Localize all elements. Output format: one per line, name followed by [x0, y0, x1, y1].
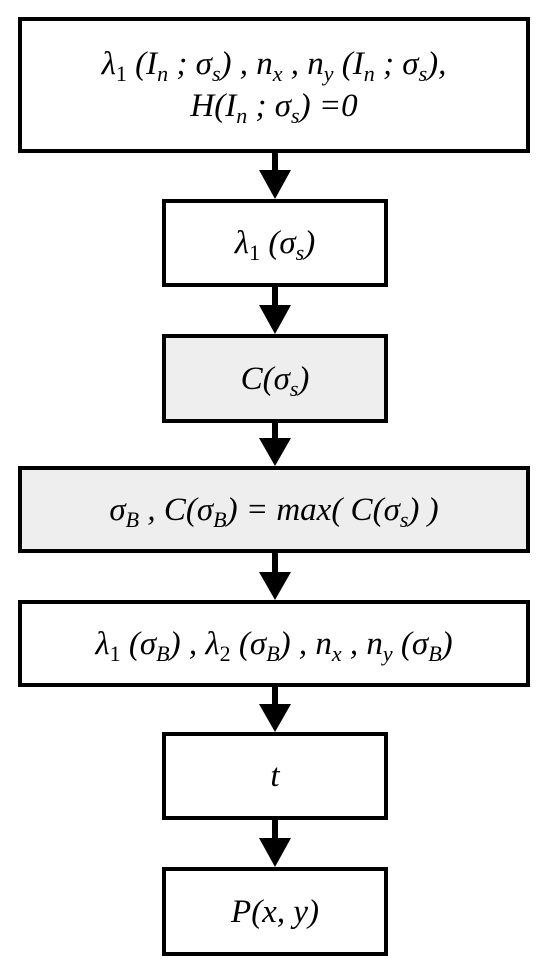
subscript: B [213, 506, 227, 532]
subscript: 1 [249, 240, 261, 265]
box3-formula: C(σs) [241, 358, 310, 400]
arrow-1-2 [259, 153, 291, 199]
arrow-6-7 [259, 820, 291, 867]
subscript: n [236, 103, 248, 128]
sigma-symbol: σ [249, 625, 267, 662]
text: ) [298, 360, 310, 397]
arrow-5-6 [259, 687, 291, 732]
sigma-symbol: σ [274, 88, 292, 124]
text: ( [126, 46, 147, 82]
box4-formula: σB , C(σB) = max( C(σs) ) [109, 489, 438, 531]
sigma-symbol: σ [402, 46, 419, 82]
text: ) [441, 625, 453, 662]
subscript: B [156, 640, 170, 666]
text: I [225, 88, 237, 124]
flow-box-3: C(σs) [162, 334, 388, 423]
text: , C( [139, 491, 197, 528]
flow-box-4: σB , C(σB) = max( C(σs) ) [18, 466, 530, 553]
sigma-symbol: σ [383, 491, 400, 528]
text: n [315, 625, 332, 662]
text: t [270, 758, 280, 794]
text: , [341, 625, 367, 662]
box5-formula: λ1 (σB) , λ2 (σB) , nx , ny (σB) [95, 623, 452, 665]
lambda-symbol: λ [101, 46, 116, 82]
lambda-symbol: λ [234, 225, 250, 261]
text: ; [168, 46, 196, 82]
text: n [366, 625, 383, 662]
subscript: y [382, 640, 393, 666]
text: ) , [279, 625, 316, 662]
sigma-symbol: σ [273, 360, 290, 397]
text: ( [230, 625, 250, 662]
box1-line2: H(In ; σs) =0 [190, 85, 357, 127]
subscript: x [272, 61, 283, 86]
subscript: s [295, 240, 305, 265]
subscript: y [323, 61, 334, 86]
text: ) ) [408, 491, 439, 528]
flow-box-5: λ1 (σB) , λ2 (σB) , nx , ny (σB) [18, 600, 530, 687]
subscript: s [399, 506, 409, 532]
sigma-symbol: σ [279, 225, 296, 261]
text: H( [190, 88, 226, 124]
subscript: n [363, 61, 375, 86]
box1-line1: λ1 (In ; σs) , nx , ny (In ; σs), [102, 43, 447, 85]
sigma-symbol: σ [195, 46, 212, 82]
text: ( [392, 625, 412, 662]
text: ; [374, 46, 403, 82]
arrow-4-5 [259, 553, 291, 600]
text: ( [120, 625, 140, 662]
text: I [146, 46, 158, 82]
arrow-3-4 [259, 423, 291, 466]
text: I [352, 46, 364, 82]
arrow-2-3 [259, 287, 291, 334]
text: , [282, 46, 308, 82]
box2-formula: λ1 (σs) [235, 222, 315, 264]
subscript: B [125, 506, 140, 532]
text: P(x, y) [231, 893, 319, 930]
flow-box-7: P(x, y) [162, 867, 388, 956]
box7-formula: P(x, y) [231, 891, 319, 933]
subscript: s [211, 61, 221, 86]
subscript: s [289, 375, 299, 401]
subscript: n [157, 61, 169, 86]
text: ) = max( C( [226, 491, 384, 528]
subscript: B [428, 640, 442, 666]
text: ) =0 [299, 88, 358, 124]
sigma-symbol: σ [139, 625, 157, 662]
text: n [307, 46, 324, 82]
sigma-symbol: σ [196, 491, 214, 528]
sigma-symbol: σ [109, 491, 126, 528]
subscript: s [291, 103, 300, 128]
text: ( [260, 225, 280, 261]
box6-formula: t [270, 755, 279, 797]
text: ), [427, 46, 447, 82]
lambda-symbol: λ [95, 625, 110, 662]
text: n [256, 46, 273, 82]
flow-box-6: t [162, 732, 388, 820]
text: ) [304, 225, 316, 261]
subscript: 1 [115, 61, 127, 86]
subscript: B [266, 640, 280, 666]
subscript: x [331, 640, 342, 666]
flow-box-1: λ1 (In ; σs) , nx , ny (In ; σs), H(In ;… [18, 17, 530, 153]
text: ) , [169, 625, 206, 662]
text: ; [247, 88, 275, 124]
flow-box-2: λ1 (σs) [162, 199, 388, 287]
subscript: 1 [109, 640, 121, 666]
subscript: s [418, 61, 428, 86]
subscript: 2 [219, 640, 231, 666]
text: ( [333, 46, 353, 82]
sigma-symbol: σ [411, 625, 429, 662]
text: ) , [220, 46, 257, 82]
lambda-symbol: λ [205, 625, 220, 662]
text: C( [240, 360, 274, 397]
